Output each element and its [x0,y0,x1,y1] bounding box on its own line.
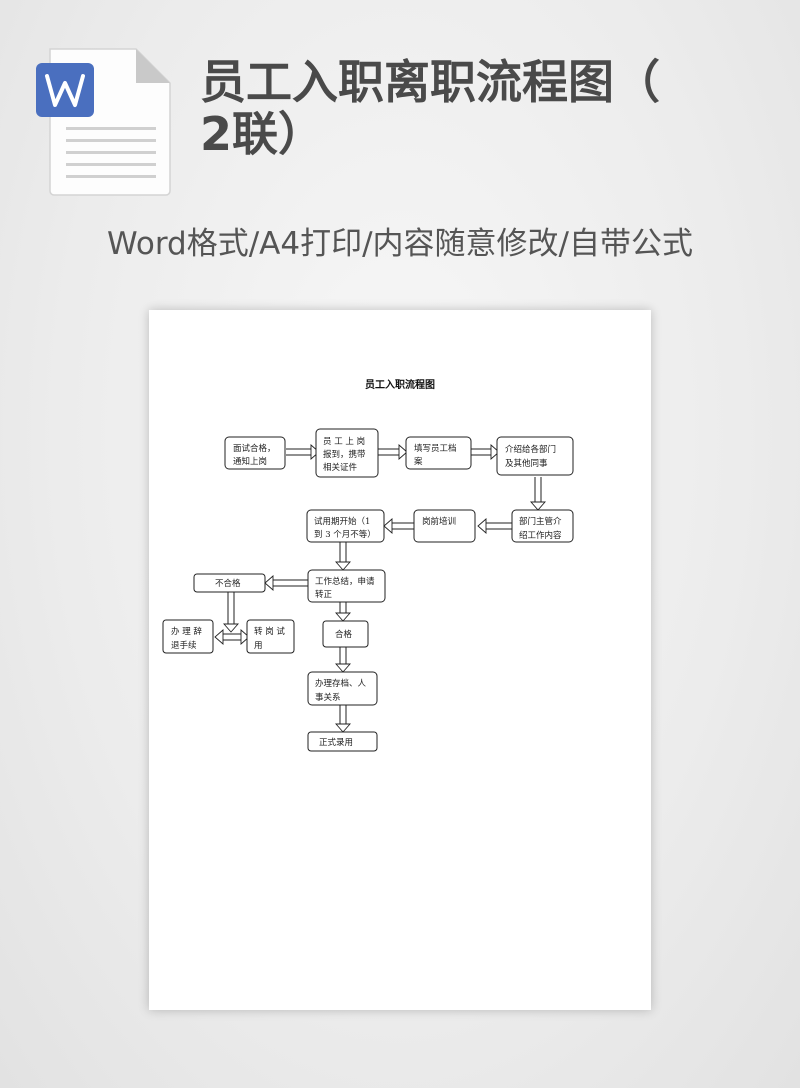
svg-text:绍工作内容: 绍工作内容 [519,530,562,541]
node-archive-personnel: 办理存档、人 事关系 [307,671,378,706]
flow-connectors [214,444,546,733]
svg-text:填写员工档: 填写员工档 [414,443,457,454]
node-supervisor-intro: 部门主管介 绍工作内容 [511,509,574,543]
svg-text:办 理 辞: 办 理 辞 [171,626,202,637]
node-resignation: 办 理 辞 退手续 [162,619,214,654]
banner-title: 员工入职离职流程图（ 2联） [200,56,760,160]
node-qualified: 合格 [322,620,369,648]
svg-text:用: 用 [254,641,263,651]
svg-text:合格: 合格 [335,629,353,640]
svg-text:不合格: 不合格 [215,578,241,589]
svg-text:工作总结，申请: 工作总结，申请 [315,576,375,587]
word-document-icon [36,48,171,196]
svg-text:及其他同事: 及其他同事 [505,458,548,469]
node-report-for-duty: 员 工 上 岗 报到，携带 相关证件 [315,428,379,478]
node-fill-archive: 填写员工档 案 [405,436,472,470]
svg-text:通知上岗: 通知上岗 [233,456,267,467]
node-pre-job-training: 岗前培训 [413,509,476,543]
node-work-summary: 工作总结，申请 转正 [307,569,386,603]
svg-text:转 岗 试: 转 岗 试 [254,626,285,637]
node-not-qualified: 不合格 [193,573,266,593]
svg-text:事关系: 事关系 [315,692,341,703]
onboarding-flowchart: 面试合格， 通知上岗 员 工 上 岗 报到，携带 相关证件 填写员工档 案 介绍… [162,428,574,752]
svg-text:正式录用: 正式录用 [319,737,353,748]
svg-text:转正: 转正 [315,589,333,600]
banner-title-line2: 2联） [200,107,325,161]
banner-title-line1: 员工入职离职流程图（ [200,55,660,109]
svg-text:报到，携带: 报到，携带 [323,449,366,460]
node-formal-hire: 正式录用 [307,731,378,752]
node-interview-pass: 面试合格， 通知上岗 [224,436,286,470]
svg-text:部门主管介: 部门主管介 [519,516,562,527]
node-transfer-probation: 转 岗 试 用 [246,619,295,654]
word-badge [36,63,94,117]
node-probation-start: 试用期开始（1 到 3 个月不等） [306,509,385,543]
svg-text:试用期开始（1: 试用期开始（1 [314,516,370,527]
svg-text:案: 案 [414,456,423,467]
svg-text:岗前培训: 岗前培训 [422,516,456,527]
svg-text:员 工 上 岗: 员 工 上 岗 [323,436,365,447]
svg-text:退手续: 退手续 [171,640,197,651]
flowchart-title: 员工入职流程图 [365,380,435,391]
banner-subtitle: Word格式/A4打印/内容随意修改/自带公式 [107,226,693,262]
svg-text:到 3 个月不等）: 到 3 个月不等） [314,529,376,540]
document-page: 员工入职流程图 [149,310,651,1010]
svg-text:相关证件: 相关证件 [323,462,358,473]
svg-text:办理存档、人: 办理存档、人 [315,678,367,689]
svg-text:面试合格，: 面试合格， [233,443,276,454]
node-introduce-departments: 介绍给各部门 及其他同事 [496,436,574,476]
svg-text:介绍给各部门: 介绍给各部门 [505,444,556,455]
